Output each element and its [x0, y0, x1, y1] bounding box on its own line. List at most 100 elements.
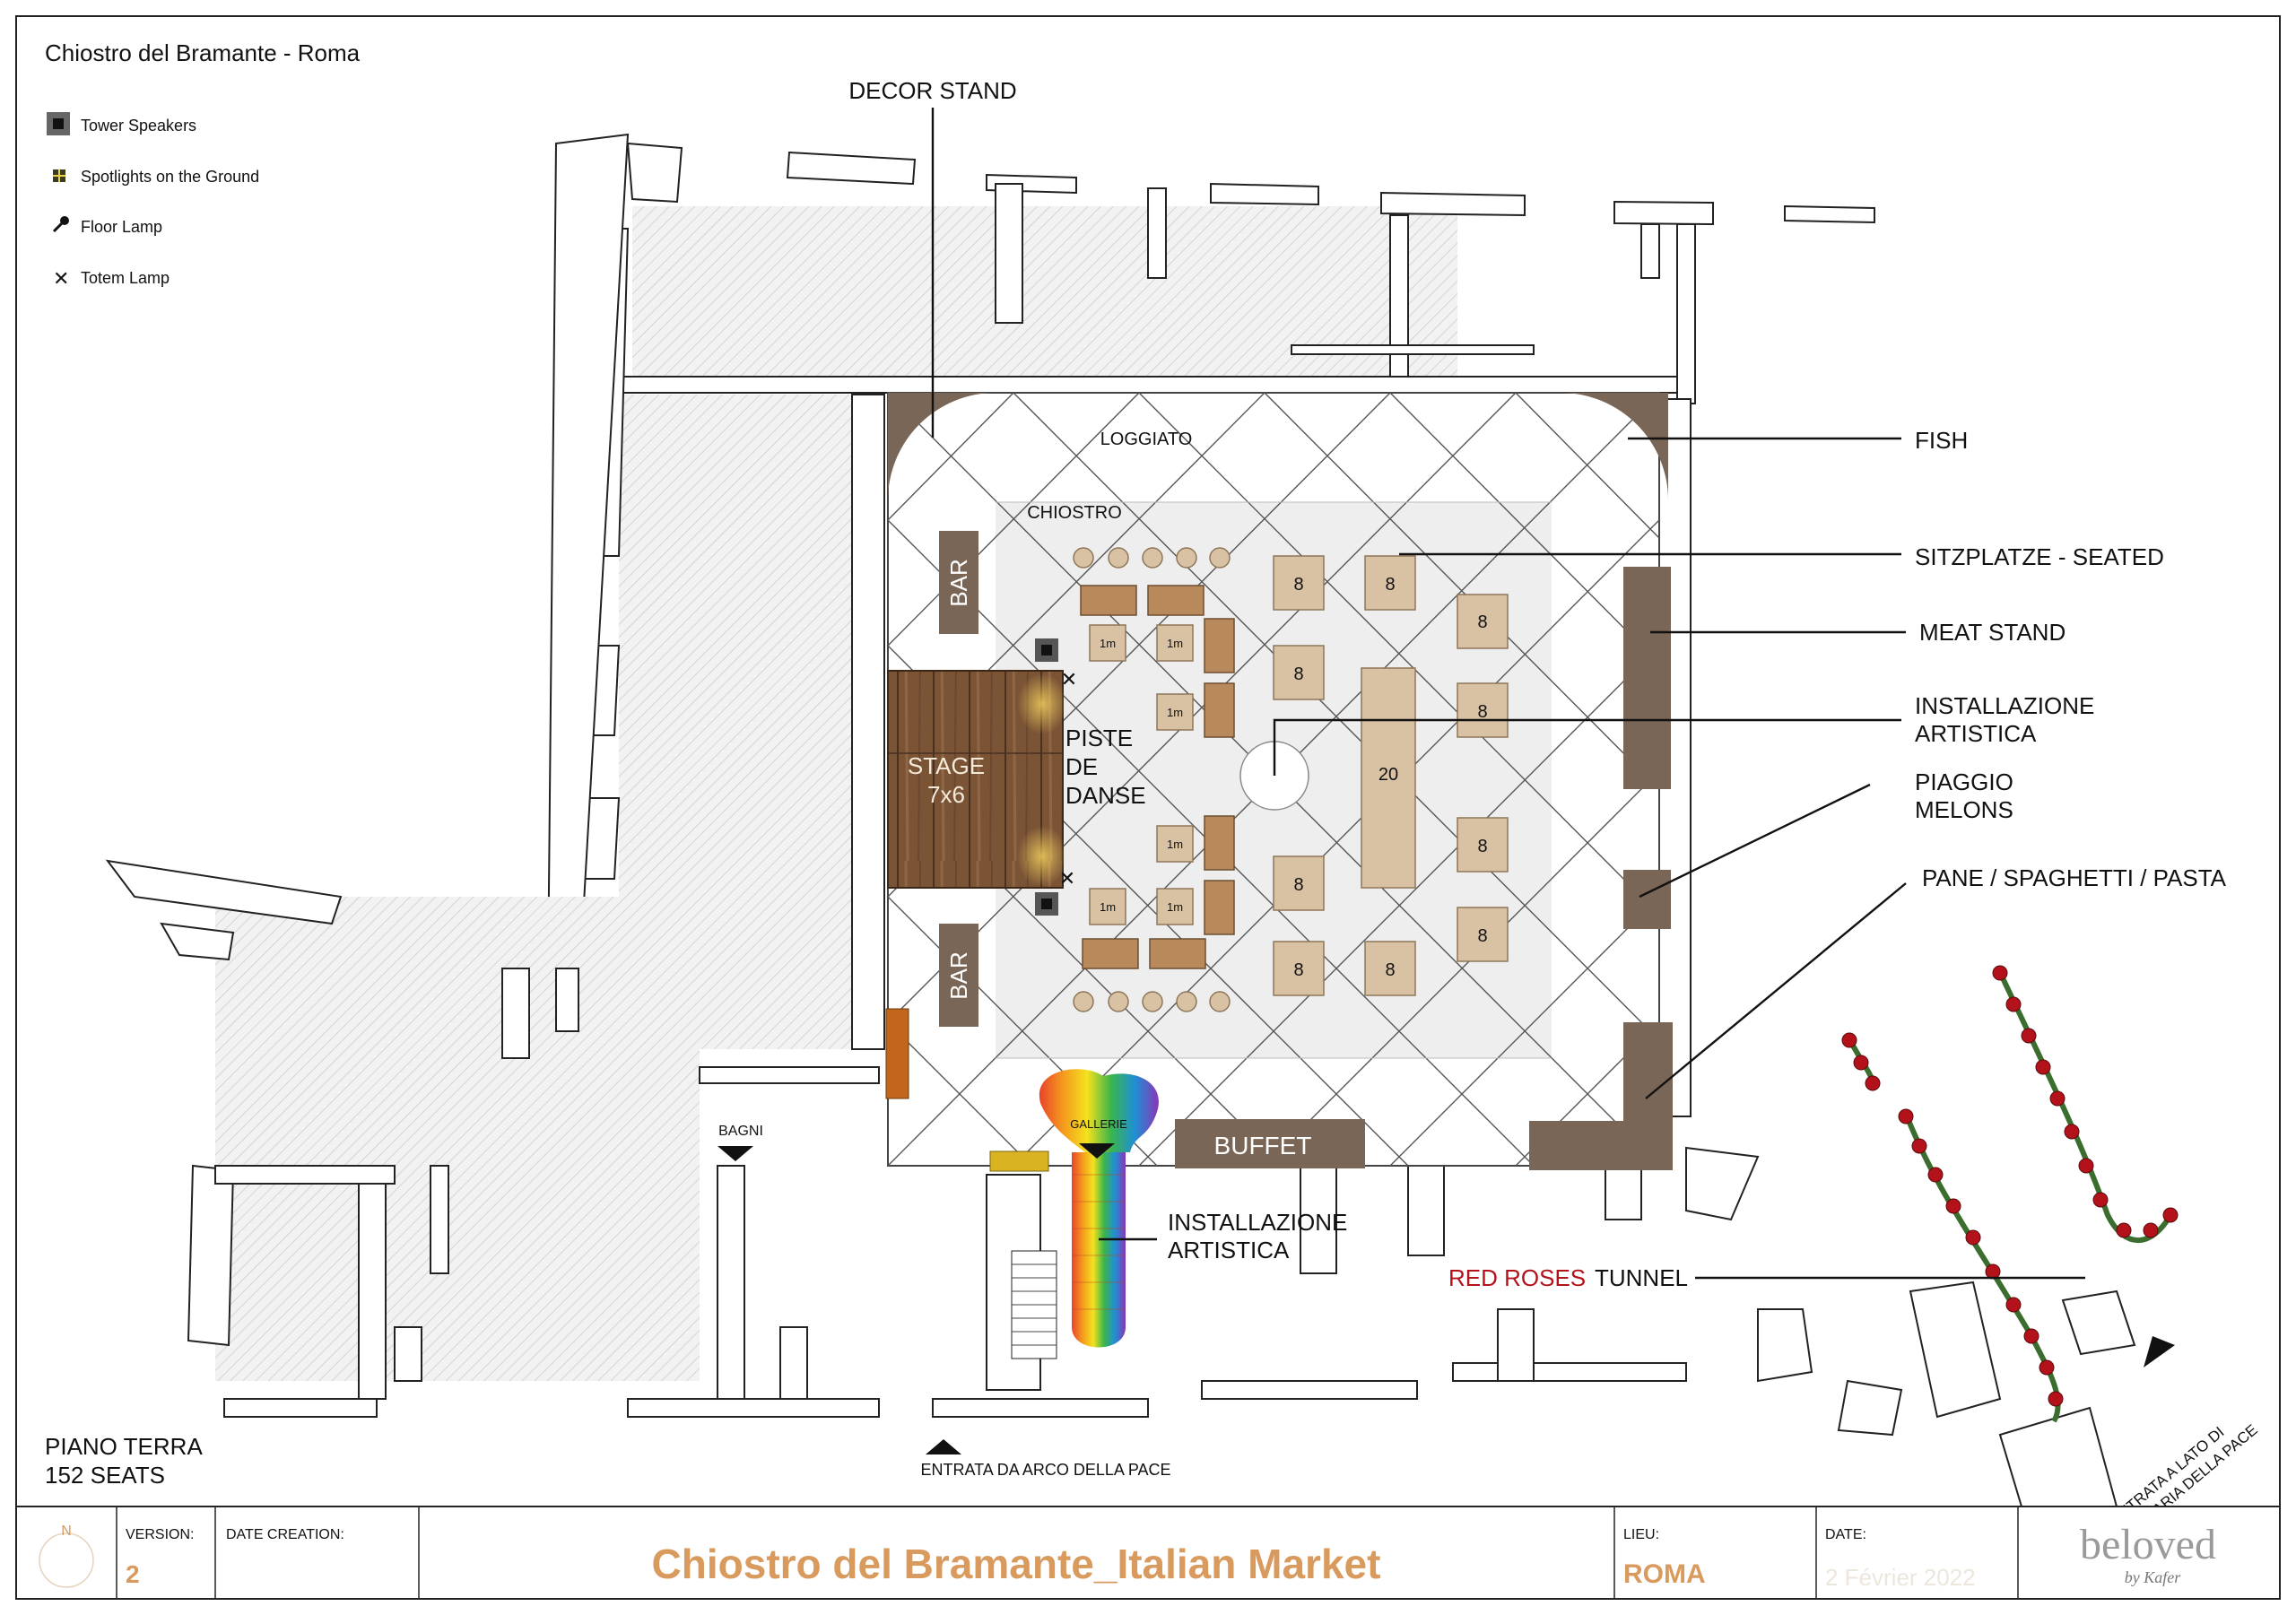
bagni-label: BAGNI — [718, 1124, 763, 1139]
date-label: DATE: — [1825, 1527, 1866, 1542]
legend-label: Floor Lamp — [81, 218, 162, 236]
svg-text:8: 8 — [1385, 960, 1395, 980]
totem-lamp-icon: ✕ — [53, 267, 69, 290]
cocktail-tables — [1073, 547, 1231, 1012]
title-block: N VERSION: 2 DATE CREATION: Chiostro del… — [15, 1506, 2281, 1600]
buffet-label: BUFFET — [1214, 1132, 1312, 1159]
tower-speaker-icon — [47, 112, 70, 135]
svg-text:8: 8 — [1293, 960, 1303, 980]
spotlight-glow-top — [1017, 673, 1067, 734]
seated-callout: SITZPLATZE - SEATED — [1915, 543, 2164, 570]
svg-text:8: 8 — [1477, 837, 1487, 856]
decor-stand-callout: DECOR STAND — [848, 77, 1016, 104]
gallerie-label: GALLERIE — [1070, 1117, 1127, 1131]
stage-size-label: 7x6 — [927, 781, 965, 808]
dance-floor-label: PISTE — [1065, 725, 1133, 751]
version-value: 2 — [126, 1560, 140, 1588]
gallery-installation-callout: ARTISTICA — [1168, 1237, 1290, 1263]
tunnel-callout: TUNNEL — [1595, 1264, 1688, 1291]
svg-text:N: N — [61, 1524, 72, 1539]
lieu-label: LIEU: — [1623, 1527, 1659, 1542]
table-8-seats: 8 — [1364, 941, 1416, 996]
svg-text:✕: ✕ — [53, 267, 69, 290]
lieu-value: ROMA — [1623, 1559, 1706, 1589]
bagni-arrow-icon — [718, 1146, 753, 1161]
date-value: 2 Février 2022 — [1825, 1564, 1976, 1591]
svg-text:8: 8 — [1293, 575, 1303, 595]
legend-label: Spotlights on the Ground — [81, 168, 259, 186]
square-table-1m: 1m — [1089, 624, 1126, 662]
table-8-seats: 8 — [1273, 941, 1325, 996]
tower-speakers — [1035, 638, 1058, 916]
table-8-seats: 8 — [1457, 817, 1509, 873]
table-8-seats: 8 — [1273, 855, 1325, 911]
svg-text:8: 8 — [1477, 612, 1487, 632]
flower-planter-2 — [989, 1150, 1049, 1172]
table-8-seats: 8 — [1457, 594, 1509, 649]
installation-callout: INSTALLAZIONE — [1915, 692, 2094, 719]
seating-tables: 1m 1m 1m 1m 1m 1m 8 8 8 8 8 8 8 8 8 8 20 — [1089, 555, 1509, 996]
version-label: VERSION: — [126, 1527, 194, 1542]
piaggio-callout: MELONS — [1915, 796, 2013, 823]
svg-text:1m: 1m — [1167, 838, 1183, 851]
square-table-1m: 1m — [1156, 693, 1194, 731]
floor-lamp-icon — [52, 216, 69, 233]
date-creation-label: DATE CREATION: — [226, 1527, 344, 1542]
main-entrance-arrow-icon — [926, 1439, 961, 1454]
fish-stand — [1561, 393, 1668, 500]
bar-bottom — [939, 924, 978, 1027]
meat-stand — [1623, 567, 1671, 789]
main-entrance-label: ENTRATA DA ARCO DELLA PACE — [920, 1461, 1170, 1479]
buffet-stand — [1175, 1119, 1365, 1168]
svg-text:8: 8 — [1293, 875, 1303, 895]
side-entrance-arrow-icon — [2144, 1336, 2175, 1368]
legend-label: Tower Speakers — [81, 117, 196, 135]
table-8-seats: 8 — [1273, 555, 1325, 611]
bar-top-label: BAR — [945, 559, 972, 606]
callouts: DECOR STAND FISH SITZPLATZE - SEATED MEA… — [848, 77, 2226, 1291]
svg-text:✕: ✕ — [1059, 867, 1075, 890]
piaggio-callout: PIAGGIO — [1915, 768, 2013, 795]
table-8-seats: 8 — [1457, 682, 1509, 738]
callout-leaders — [931, 108, 2085, 1280]
flower-planter — [885, 1008, 909, 1099]
dance-floor-label: DE — [1065, 753, 1098, 780]
decor-stand — [888, 393, 996, 500]
piaggio-stand — [1623, 870, 1671, 929]
brand-sub: by Kafer — [2125, 1568, 2181, 1586]
meat-stand-callout: MEAT STAND — [1919, 619, 2066, 646]
ground-spotlight-icon — [53, 169, 65, 182]
pane-stand — [1529, 1022, 1673, 1170]
venue-title: Chiostro del Bramante - Roma — [45, 39, 361, 66]
square-table-1m: 1m — [1156, 624, 1194, 662]
project-title: Chiostro del Bramante_Italian Market — [652, 1541, 1381, 1587]
svg-text:✕: ✕ — [1061, 668, 1077, 690]
legend-label: Totem Lamp — [81, 269, 170, 287]
table-8-seats: 8 — [1364, 555, 1416, 611]
square-table-1m: 1m — [1089, 888, 1126, 925]
svg-text:8: 8 — [1385, 575, 1395, 595]
north-arrow-icon: N — [39, 1524, 94, 1588]
svg-text:8: 8 — [1477, 702, 1487, 722]
table-8-seats: 8 — [1457, 907, 1509, 962]
svg-text:1m: 1m — [1100, 637, 1116, 650]
svg-text:1m: 1m — [1167, 706, 1183, 719]
bar-bottom-label: BAR — [945, 951, 972, 999]
rainbow-installation — [1039, 1069, 1159, 1348]
svg-text:1m: 1m — [1100, 900, 1116, 914]
svg-text:8: 8 — [1293, 664, 1303, 684]
svg-text:1m: 1m — [1167, 637, 1183, 650]
table-20-seats: 20 — [1361, 667, 1416, 889]
table-8-seats: 8 — [1273, 645, 1325, 700]
stage-label: STAGE — [908, 752, 985, 779]
svg-text:8: 8 — [1477, 926, 1487, 946]
seat-count: 152 SEATS — [45, 1462, 165, 1489]
svg-text:20: 20 — [1378, 765, 1398, 785]
spotlight-glow-bottom — [1017, 826, 1067, 887]
gallery-installation-callout: INSTALLAZIONE — [1168, 1209, 1347, 1236]
lounge-benches — [1080, 585, 1235, 969]
red-roses-tunnel — [1841, 965, 2179, 1423]
installation-callout: ARTISTICA — [1915, 720, 2037, 747]
square-table-1m: 1m — [1156, 825, 1194, 863]
